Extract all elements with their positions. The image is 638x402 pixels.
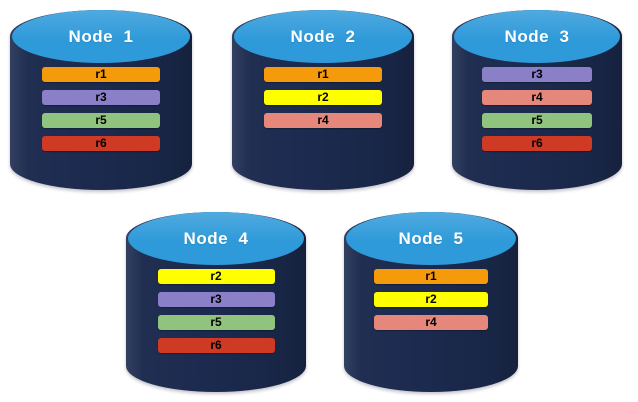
node-5[interactable]: Node 5 r1 r2 r4 — [344, 212, 518, 392]
record-bar-list: r2 r3 r5 r6 — [157, 268, 275, 361]
record-bar-r4[interactable]: r4 — [481, 89, 593, 105]
record-bar-r6[interactable]: r6 — [157, 337, 275, 353]
node-title: Node 4 — [183, 229, 249, 249]
record-bar-r5[interactable]: r5 — [41, 112, 161, 128]
record-bar-r5[interactable]: r5 — [481, 112, 593, 128]
node-title: Node 3 — [504, 27, 570, 47]
record-bar-r1[interactable]: r1 — [374, 268, 488, 284]
record-bar-r1[interactable]: r1 — [41, 66, 161, 82]
node-title: Node 2 — [290, 27, 356, 47]
record-bar-r2[interactable]: r2 — [263, 89, 383, 105]
record-bar-r5[interactable]: r5 — [157, 314, 275, 330]
cylinder-top-ellipse — [234, 10, 412, 64]
record-bar-r6[interactable]: r6 — [481, 135, 593, 151]
record-bar-r3[interactable]: r3 — [481, 66, 593, 82]
record-bar-list: r1 r2 r4 — [263, 66, 383, 136]
cylinder-top-ellipse — [346, 212, 516, 266]
node-title: Node 5 — [398, 229, 464, 249]
node-title: Node 1 — [68, 27, 134, 47]
cylinder-top-ellipse — [12, 10, 190, 64]
record-bar-r2[interactable]: r2 — [374, 291, 488, 307]
cylinder-top-ellipse — [128, 212, 304, 266]
record-bar-r1[interactable]: r1 — [263, 66, 383, 82]
record-bar-list: r1 r3 r5 r6 — [41, 66, 161, 159]
record-bar-r3[interactable]: r3 — [157, 291, 275, 307]
node-1[interactable]: Node 1 r1 r3 r5 r6 — [10, 10, 192, 190]
node-3[interactable]: Node 3 r3 r4 r5 r6 — [452, 10, 622, 190]
node-2[interactable]: Node 2 r1 r2 r4 — [232, 10, 414, 190]
record-bar-list: r3 r4 r5 r6 — [481, 66, 593, 159]
record-bar-r4[interactable]: r4 — [263, 112, 383, 128]
record-bar-r4[interactable]: r4 — [374, 314, 488, 330]
cylinder-top-ellipse — [454, 10, 620, 64]
record-bar-r2[interactable]: r2 — [157, 268, 275, 284]
record-bar-r3[interactable]: r3 — [41, 89, 161, 105]
record-bar-list: r1 r2 r4 — [374, 268, 488, 338]
node-4[interactable]: Node 4 r2 r3 r5 r6 — [126, 212, 306, 392]
record-bar-r6[interactable]: r6 — [41, 135, 161, 151]
